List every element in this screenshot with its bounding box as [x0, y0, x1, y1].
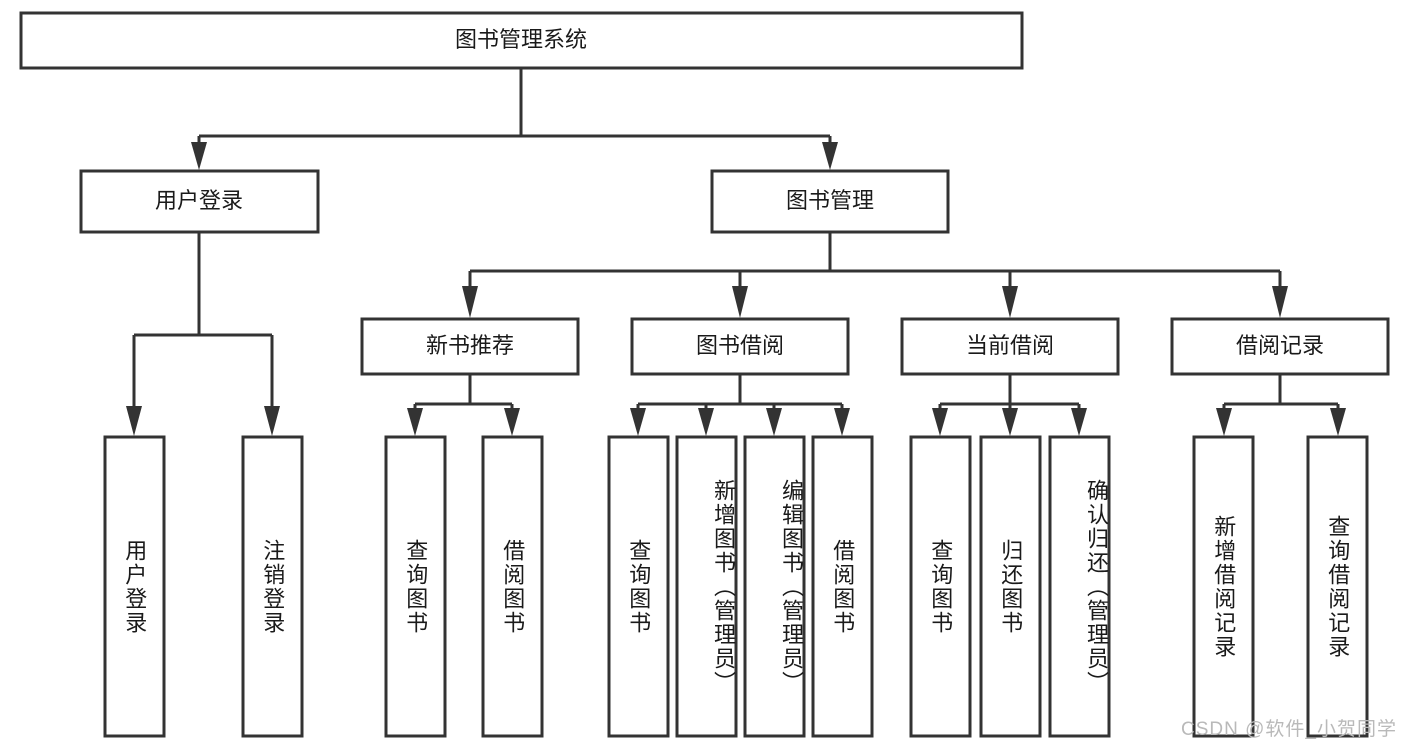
node-leaf-user-login[interactable] [103, 435, 166, 738]
node-user-login[interactable]: 用户登录 [79, 169, 320, 234]
node-box [710, 169, 950, 234]
node-box [1192, 435, 1255, 738]
node-box [607, 435, 670, 738]
arrow-to-leaf-borrow-book-1 [504, 408, 520, 436]
node-box [360, 317, 580, 376]
arrow-to-book-manage [822, 142, 838, 170]
node-box [19, 11, 1024, 70]
arrow-to-leaf-return-book [1002, 408, 1018, 436]
node-leaf-borrow-book-2[interactable] [811, 435, 874, 738]
node-current-borrow[interactable]: 当前借阅 [900, 317, 1120, 376]
edges-user-login-to-leaves [126, 232, 280, 436]
node-leaf-query-book-1[interactable] [384, 435, 447, 738]
edges-book-manage-to-level3 [462, 232, 1288, 318]
arrow-to-current-borrow [1002, 286, 1018, 318]
arrow-to-leaf-user-login [126, 406, 142, 436]
node-leaf-query-book-2[interactable] [607, 435, 670, 738]
node-box [900, 317, 1120, 376]
arrow-to-user-login [191, 142, 207, 170]
arrow-to-leaf-logout-login [264, 406, 280, 436]
arrow-to-borrow-record [1272, 286, 1288, 318]
arrow-to-leaf-confirm-return [1071, 408, 1087, 436]
node-box [79, 169, 320, 234]
arrow-to-leaf-borrow-book-2 [834, 408, 850, 436]
node-book-management-system[interactable]: 图书管理系统 [19, 11, 1024, 70]
edges-borrow-record-to-leaves [1216, 374, 1346, 436]
arrow-to-leaf-query-book-1 [407, 408, 423, 436]
node-leaf-query-record[interactable] [1306, 435, 1369, 738]
node-box [103, 435, 166, 738]
node-book-manage[interactable]: 图书管理 [710, 169, 950, 234]
node-leaf-query-book-3[interactable] [909, 435, 972, 738]
node-leaf-edit-book[interactable] [743, 435, 806, 738]
arrow-to-leaf-add-book [698, 408, 714, 436]
arrow-to-leaf-query-book-3 [932, 408, 948, 436]
arrow-to-leaf-edit-book [766, 408, 782, 436]
arrow-to-leaf-query-record [1330, 408, 1346, 436]
arrow-to-book-borrow [732, 286, 748, 318]
edges-new-book-recommend-to-leaves [407, 374, 520, 436]
arrow-to-new-book-recommend [462, 286, 478, 318]
node-box [630, 317, 850, 376]
node-label: 借阅记录 [1236, 333, 1324, 358]
node-box [811, 435, 874, 738]
node-leaf-add-book[interactable] [675, 435, 738, 738]
node-box [1306, 435, 1369, 738]
node-borrow-record[interactable]: 借阅记录 [1170, 317, 1390, 376]
node-label: 新书推荐 [426, 333, 514, 358]
node-label: 图书管理系统 [455, 27, 587, 52]
node-leaf-add-record[interactable] [1192, 435, 1255, 738]
node-book-borrow[interactable]: 图书借阅 [630, 317, 850, 376]
node-box [979, 435, 1042, 738]
node-box [1170, 317, 1390, 376]
arrow-to-leaf-query-book-2 [630, 408, 646, 436]
node-box [675, 435, 738, 738]
edges-book-borrow-to-leaves [630, 374, 850, 436]
node-label: 图书管理 [786, 188, 874, 213]
node-leaf-borrow-book-1[interactable] [481, 435, 544, 738]
node-box [241, 435, 304, 738]
node-leaf-return-book[interactable] [979, 435, 1042, 738]
arrow-to-leaf-add-record [1216, 408, 1232, 436]
edges-root-to-level2 [191, 68, 838, 170]
node-leaf-confirm-return[interactable] [1048, 435, 1111, 738]
node-box [384, 435, 447, 738]
node-box [481, 435, 544, 738]
node-new-book-recommend[interactable]: 新书推荐 [360, 317, 580, 376]
csdn-watermark: CSDN @软件_小贺同学 [1181, 719, 1397, 740]
node-label: 图书借阅 [696, 333, 784, 358]
node-box [1048, 435, 1111, 738]
node-label: 用户登录 [155, 188, 243, 213]
node-label: 当前借阅 [966, 333, 1054, 358]
node-box [909, 435, 972, 738]
edges-current-borrow-to-leaves [932, 374, 1087, 436]
node-leaf-logout-login[interactable] [241, 435, 304, 738]
node-box [743, 435, 806, 738]
